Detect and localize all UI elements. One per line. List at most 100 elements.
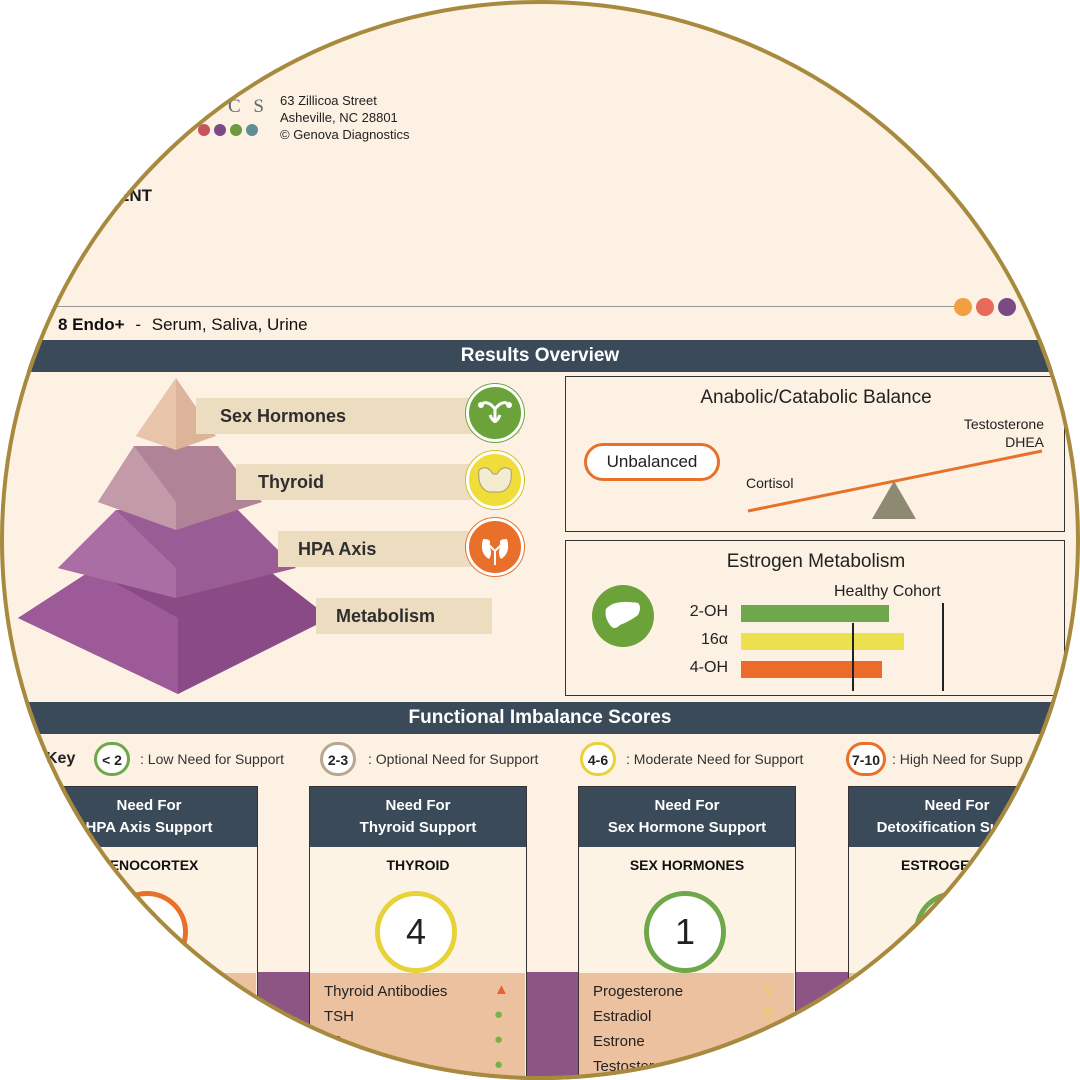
card-category: RENOCORTEX xyxy=(99,857,199,873)
corner-dot xyxy=(976,298,994,316)
estrogen-bar-label: 4-OH xyxy=(689,659,728,676)
corner-dot xyxy=(954,298,972,316)
estrogen-bar-label: 2-OH xyxy=(689,603,728,620)
key-text: : Low Need for Support xyxy=(140,751,284,767)
balance-status-badge: Unbalanced xyxy=(584,443,720,481)
healthy-cohort-label: Healthy Cohort xyxy=(834,583,941,600)
card-item-marker: ● xyxy=(494,1056,504,1073)
header-divider xyxy=(0,306,960,307)
card-header-line-2: Thyroid Support xyxy=(359,819,477,836)
pyramid-graphic xyxy=(18,378,330,694)
cortisol-label: Cortisol xyxy=(746,475,794,491)
pyramid-face-thyroid xyxy=(98,446,176,530)
estrogen-bar xyxy=(741,605,889,622)
thyroid-icon xyxy=(466,451,524,509)
card-item-marker: ● xyxy=(494,1031,504,1048)
address-city: Asheville, NC 28801 xyxy=(280,110,398,125)
panel-separator: - xyxy=(135,315,142,334)
logo-dot xyxy=(246,124,258,136)
key-text: : High Need for Supp xyxy=(892,751,1023,767)
tier-metabolism: Metabolism xyxy=(316,598,492,634)
card-item-label: Estrone xyxy=(593,1033,645,1050)
card-item-label: Estradiol xyxy=(593,1008,652,1025)
pyramid-face-sex-hormones xyxy=(136,378,176,450)
logo-dot xyxy=(198,124,210,136)
anabolic-catabolic-box: Anabolic/Catabolic Balance Unbalanced Co… xyxy=(565,376,1065,532)
key-badge: 4-6 xyxy=(580,742,616,776)
estrogen-bar-label: 16α xyxy=(700,631,728,648)
anabolic-right-labels: Testosterone DHEA xyxy=(946,415,1044,451)
seesaw-graphic xyxy=(747,449,1043,519)
card-header-line-2: Detoxification Support xyxy=(876,819,1038,836)
key-badge: 7-10 xyxy=(846,742,886,776)
card-item-marker: ▽ xyxy=(763,982,775,999)
score-circle: 0 xyxy=(106,891,188,973)
card-header-line-2: Sex Hormone Support xyxy=(607,819,767,836)
key-badge: 2-3 xyxy=(320,742,356,776)
card-item-marker: ▽ xyxy=(763,1007,775,1024)
logo-text: C S xyxy=(228,96,268,117)
card-item-marker: ● xyxy=(494,1006,504,1023)
address-street: 63 Zillicoa Street xyxy=(280,93,377,108)
anabolic-title: Anabolic/Catabolic Balance xyxy=(700,387,932,408)
card-header-line-1: Need For xyxy=(116,797,182,814)
score-circle xyxy=(914,891,996,973)
key-label: Key xyxy=(46,750,76,767)
card-item-label: TSH xyxy=(324,1008,354,1025)
cohort-line-right xyxy=(942,603,944,691)
seesaw-beam xyxy=(747,449,1043,513)
estrogen-bar xyxy=(741,633,904,650)
address-copyright: © Genova Diagnostics xyxy=(280,127,410,142)
card-header-line-1: Need For xyxy=(385,797,451,814)
card-items xyxy=(41,973,256,1080)
pyramid-face-hpa xyxy=(58,510,176,598)
dhea-label: DHEA xyxy=(1005,434,1044,450)
card-category: SEX HORMONES xyxy=(629,857,745,873)
card-category: ESTROGEN MET xyxy=(900,857,1013,873)
testosterone-label: Testosterone xyxy=(963,416,1044,432)
panel-name: 8 Endo+ xyxy=(58,315,125,334)
liver-icon xyxy=(592,585,654,647)
address-block: 63 Zillicoa Street Asheville, NC 28801 ©… xyxy=(280,92,410,143)
card-header-line-2: HPA Axis Support xyxy=(85,819,213,836)
card-items xyxy=(849,973,1064,1080)
key-text: : Moderate Need for Support xyxy=(626,751,804,767)
card-item-label: Progesterone xyxy=(593,983,684,1000)
card-item-marker: ▲ xyxy=(494,981,509,998)
card-item-label: Thyroid Antibodies xyxy=(324,983,448,1000)
logo-dot xyxy=(230,124,242,136)
brand-line-2: ENT xyxy=(118,186,152,205)
seesaw-fulcrum xyxy=(872,481,916,519)
kidney-adrenal-icon xyxy=(466,518,524,576)
card-item-label: T3 xyxy=(324,1033,342,1050)
uterus-icon xyxy=(466,384,524,442)
logo-dot xyxy=(214,124,226,136)
card-item-label: Testosterone xyxy=(593,1058,679,1075)
imbalance-band: Functional Imbalance Scores xyxy=(0,702,1080,734)
results-overview-band: Results Overview xyxy=(0,340,1080,372)
cohort-line-left xyxy=(852,623,854,691)
pyramid-face-metabolism xyxy=(18,570,178,694)
corner-dot xyxy=(998,298,1016,316)
card-category: THYROID xyxy=(386,857,450,873)
card-header-line-1: Need For xyxy=(924,797,990,814)
brand-line-1: E xyxy=(118,162,130,181)
card-header-line-1: Need For xyxy=(654,797,720,814)
key-text: : Optional Need for Support xyxy=(368,751,539,767)
card-items: Thyroid Antibodies ▲ TSH ● T3 ● ● xyxy=(310,973,525,1080)
panel-title: 8 Endo+ - Serum, Saliva, Urine xyxy=(58,315,308,335)
score-circle: 4 xyxy=(375,891,457,973)
key-badge: < 2 xyxy=(94,742,130,776)
estrogen-bar xyxy=(741,661,882,678)
score-circle: 1 xyxy=(644,891,726,973)
